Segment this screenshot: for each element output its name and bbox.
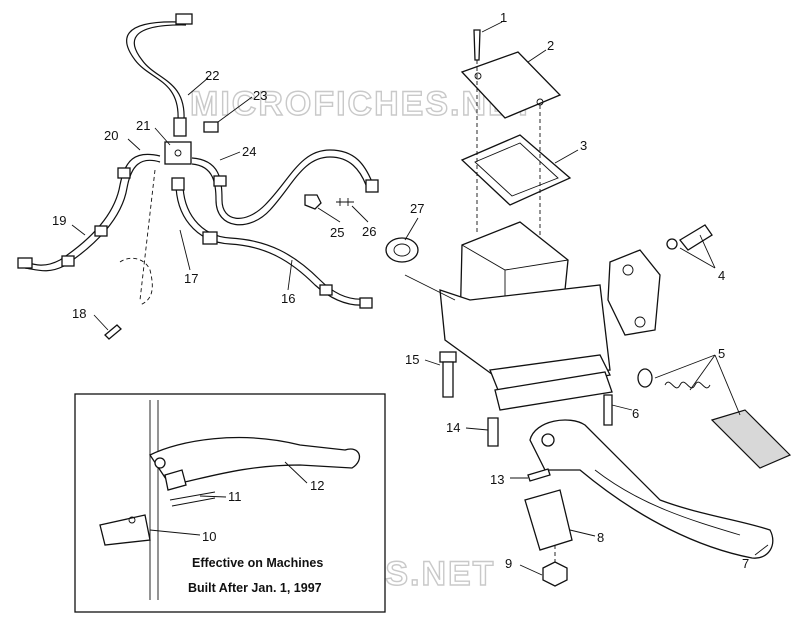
callout-26: 26 <box>362 224 376 239</box>
hose-24-fitting <box>365 179 379 193</box>
callout-22: 22 <box>205 68 219 83</box>
callout-7: 7 <box>742 556 749 571</box>
inset-switch-10 <box>99 514 151 546</box>
callout-labels: 1 2 3 4 5 6 7 8 9 10 11 12 13 14 15 16 1… <box>52 10 749 571</box>
callout-8: 8 <box>597 530 604 545</box>
brake-hose-assembly <box>17 13 379 340</box>
leader-lines <box>71 21 769 576</box>
inset-clip-11-block <box>164 469 187 491</box>
reservoir-cover-2 <box>460 51 562 119</box>
hose-19-clamp-a <box>94 225 108 237</box>
bleeder-23 <box>203 121 219 133</box>
hose-24-clamp <box>213 175 227 187</box>
callout-19: 19 <box>52 213 66 228</box>
callout-3: 3 <box>580 138 587 153</box>
callout-16: 16 <box>281 291 295 306</box>
pin-6 <box>603 394 613 426</box>
callout-17: 17 <box>184 271 198 286</box>
clamp-screw-4 <box>679 224 713 251</box>
callout-2: 2 <box>547 38 554 53</box>
bolt-15-head <box>439 351 457 363</box>
callout-12: 12 <box>310 478 324 493</box>
callout-18: 18 <box>72 306 86 321</box>
hose-19-fitting <box>17 257 33 269</box>
inset-box: Effective on Machines Built After Jan. 1… <box>74 393 386 613</box>
clip-25 <box>304 194 322 210</box>
callout-10: 10 <box>202 529 216 544</box>
spring-5 <box>664 381 711 389</box>
callout-4: 4 <box>718 268 725 283</box>
hose-22-fitting-bottom <box>173 117 187 137</box>
inset-caption-line1: Effective on Machines <box>192 556 323 570</box>
clip-26 <box>336 198 354 206</box>
master-cylinder-body <box>439 284 611 381</box>
bolt-15 <box>442 361 454 398</box>
callout-14: 14 <box>446 420 460 435</box>
bolt-14 <box>487 417 499 447</box>
callout-9: 9 <box>505 556 512 571</box>
gasket-3 <box>460 134 572 206</box>
nut-9 <box>542 561 568 587</box>
screw-18 <box>104 324 122 340</box>
callout-27: 27 <box>410 201 424 216</box>
inset-caption-line2: Built After Jan. 1, 1997 <box>188 581 322 595</box>
callout-20: 20 <box>104 128 118 143</box>
clamp-4 <box>607 249 661 336</box>
master-cylinder-assembly <box>385 29 792 587</box>
callout-6: 6 <box>632 406 639 421</box>
mount-plate <box>489 354 611 396</box>
callout-15: 15 <box>405 352 419 367</box>
callout-25: 25 <box>330 225 344 240</box>
frame-bracket <box>119 257 153 306</box>
hose-17-clamp <box>202 231 218 245</box>
inset-lever-12 <box>149 436 361 486</box>
hose-17-fitting <box>171 177 185 191</box>
hose-20-clamp <box>117 167 131 179</box>
callout-13: 13 <box>490 472 504 487</box>
callout-1: 1 <box>500 10 507 25</box>
callout-21: 21 <box>136 118 150 133</box>
piston-5 <box>710 409 792 469</box>
screw-1 <box>473 29 481 61</box>
callout-24: 24 <box>242 144 256 159</box>
inset-spring-11 <box>169 491 216 507</box>
screw-13 <box>527 468 551 482</box>
callout-5: 5 <box>718 346 725 361</box>
brake-switch-8 <box>524 489 573 551</box>
junction-block-21 <box>164 141 192 165</box>
callout-23: 23 <box>253 88 267 103</box>
brake-lever-7 <box>529 419 774 559</box>
boot-27 <box>385 237 419 263</box>
callout-11: 11 <box>228 489 242 504</box>
hose-16-fitting <box>359 297 373 309</box>
washer-5 <box>637 368 653 388</box>
hose-19-clamp-b <box>61 255 75 267</box>
hose-22-fitting-top <box>175 13 193 25</box>
hose-16-clamp <box>319 284 333 296</box>
